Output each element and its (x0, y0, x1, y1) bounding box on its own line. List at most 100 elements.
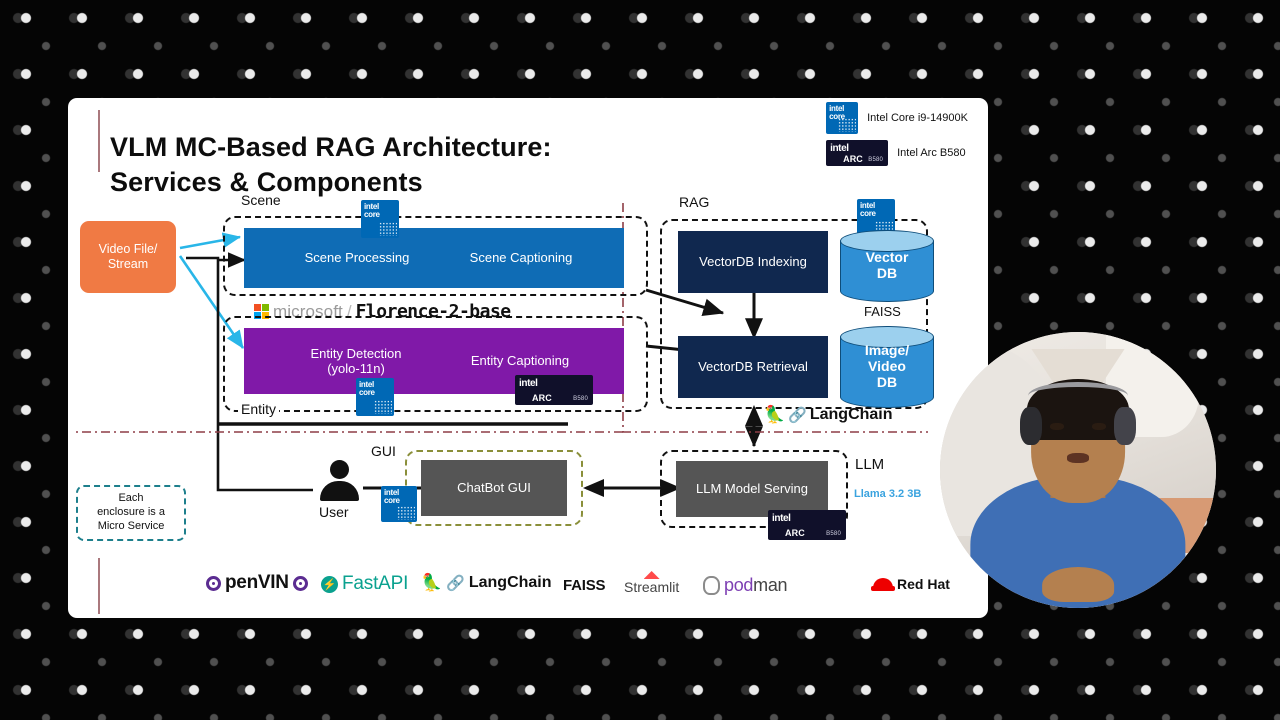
faiss-label: FAISS (563, 577, 606, 594)
vectordb-retrieval-node[interactable]: VectorDB Retrieval (678, 336, 828, 398)
fastapi-bolt-icon: ⚡ (321, 575, 338, 593)
presentation-slide: VLM MC-Based RAG Architecture: Services … (68, 98, 988, 618)
presenter-webcam-bubble[interactable] (940, 332, 1216, 608)
note-line2: enclosure is a (97, 506, 165, 519)
entity-detection-label-line2: (yolo-11n) (327, 361, 385, 376)
scene-processing-label: Scene Processing (304, 250, 410, 266)
headphone-earcup-left-icon (1020, 406, 1043, 446)
note-line1: Each (118, 492, 144, 505)
redhat-fedora-icon (871, 577, 895, 591)
user-head-icon (330, 460, 349, 479)
chatbot-gui-label: ChatBot GUI (457, 480, 531, 496)
entity-group-label: Entity (238, 401, 280, 417)
cylinder-top (840, 326, 934, 348)
gui-group-label: GUI (368, 443, 399, 459)
microservice-note-box: Each enclosure is a Micro Service (76, 485, 186, 541)
chain-link-icon: 🔗 (446, 575, 465, 592)
streamlit-mark-icon (643, 571, 660, 579)
entity-captioning-label: Entity Captioning (470, 353, 570, 369)
redhat-logo: Red Hat (871, 576, 950, 592)
langchain-text: LangChain (809, 406, 893, 423)
openvino-logo: penVIN (206, 572, 308, 594)
footer-logo-strip: penVIN ⚡ FastAPI 🦜 🔗 LangChain FAISS Str… (68, 568, 988, 604)
llama-model-label: Llama 3.2 3B (854, 488, 922, 500)
parrot-icon: 🦜 (421, 573, 443, 592)
page-title: VLM MC-Based RAG Architecture: Services … (110, 130, 710, 199)
headphone-earcup-right-icon (1113, 406, 1136, 446)
headphone-band-icon (1028, 381, 1128, 410)
title-accent-bar (98, 110, 100, 172)
vectordb-retrieval-label: VectorDB Retrieval (698, 359, 808, 375)
cylinder-top (840, 230, 934, 252)
entity-microservice-enclosure[interactable] (223, 316, 648, 412)
diagram-connectors (74, 203, 928, 497)
langchain-label: LangChain (468, 574, 552, 591)
scene-captioning-node[interactable]: Scene Captioning (418, 228, 624, 288)
redhat-label: Red Hat (897, 576, 950, 592)
vectordb-indexing-node[interactable]: VectorDB Indexing (678, 231, 828, 293)
openvino-ring-icon (206, 575, 221, 591)
page-title-line2: Services & Components (110, 166, 423, 197)
presenter-eye-right (1091, 423, 1106, 431)
note-line3: Micro Service (97, 519, 165, 532)
parrot-icon: 🦜 (764, 405, 786, 424)
llm-microservice-enclosure[interactable] (660, 450, 848, 528)
scene-captioning-label: Scene Captioning (469, 250, 573, 266)
scene-group-label: Scene (238, 192, 284, 208)
input-video-label-line2: Stream (107, 257, 149, 271)
presenter-eye-left (1050, 423, 1065, 431)
banner-separator: / (346, 301, 352, 321)
langchain-logo: 🦜 🔗 LangChain (421, 573, 552, 593)
microsoft-vendor-label: microsoft (273, 301, 343, 321)
faiss-caption: FAISS (864, 304, 901, 319)
architecture-diagram: Video File/ Stream Scene Scene Processin… (68, 98, 988, 618)
openvino-label: penVIN (225, 572, 289, 593)
entity-detection-label-line1: Entity Detection (310, 345, 402, 361)
llm-model-serving-label: LLM Model Serving (696, 481, 808, 497)
llm-group-label: LLM (852, 456, 888, 473)
footer-accent-bar (98, 558, 100, 614)
openvino-ring-icon-2 (292, 575, 308, 591)
scene-microservice-enclosure[interactable] (223, 216, 648, 296)
podman-seal-icon (703, 576, 720, 595)
chatbot-gui-node[interactable]: ChatBot GUI (421, 460, 567, 516)
presenter-mouth (1066, 453, 1090, 464)
fastapi-label: FastAPI (342, 573, 409, 594)
langchain-connector-label: 🦜 🔗 LangChain (764, 405, 893, 425)
faiss-logo: FAISS (563, 577, 606, 594)
legend-label-gpu: Intel Arc B580 (897, 147, 966, 159)
presenter-hands (1042, 566, 1114, 603)
legend-label-cpu: Intel Core i9-14900K (867, 112, 968, 124)
streamlit-label: Streamlit (624, 579, 680, 595)
podman-label: podman (724, 575, 788, 595)
streamlit-logo: Streamlit (624, 571, 679, 595)
vectordb-indexing-label: VectorDB Indexing (699, 254, 807, 270)
podman-logo: podman (703, 575, 788, 596)
page-title-line1: VLM MC-Based RAG Architecture: (110, 132, 552, 163)
llm-model-serving-node[interactable]: LLM Model Serving (676, 461, 828, 517)
input-video-label-line1: Video File/ (98, 242, 158, 257)
chain-link-icon: 🔗 (788, 407, 807, 424)
user-body-icon (320, 481, 359, 501)
rag-group-label: RAG (676, 194, 713, 210)
fastapi-logo: ⚡ FastAPI (321, 573, 408, 595)
rag-microservice-enclosure[interactable] (660, 219, 928, 409)
user-actor[interactable]: User (316, 460, 362, 520)
user-label: User (319, 504, 349, 520)
microsoft-logo-icon (254, 304, 269, 319)
input-video-node[interactable]: Video File/ Stream (80, 221, 176, 293)
